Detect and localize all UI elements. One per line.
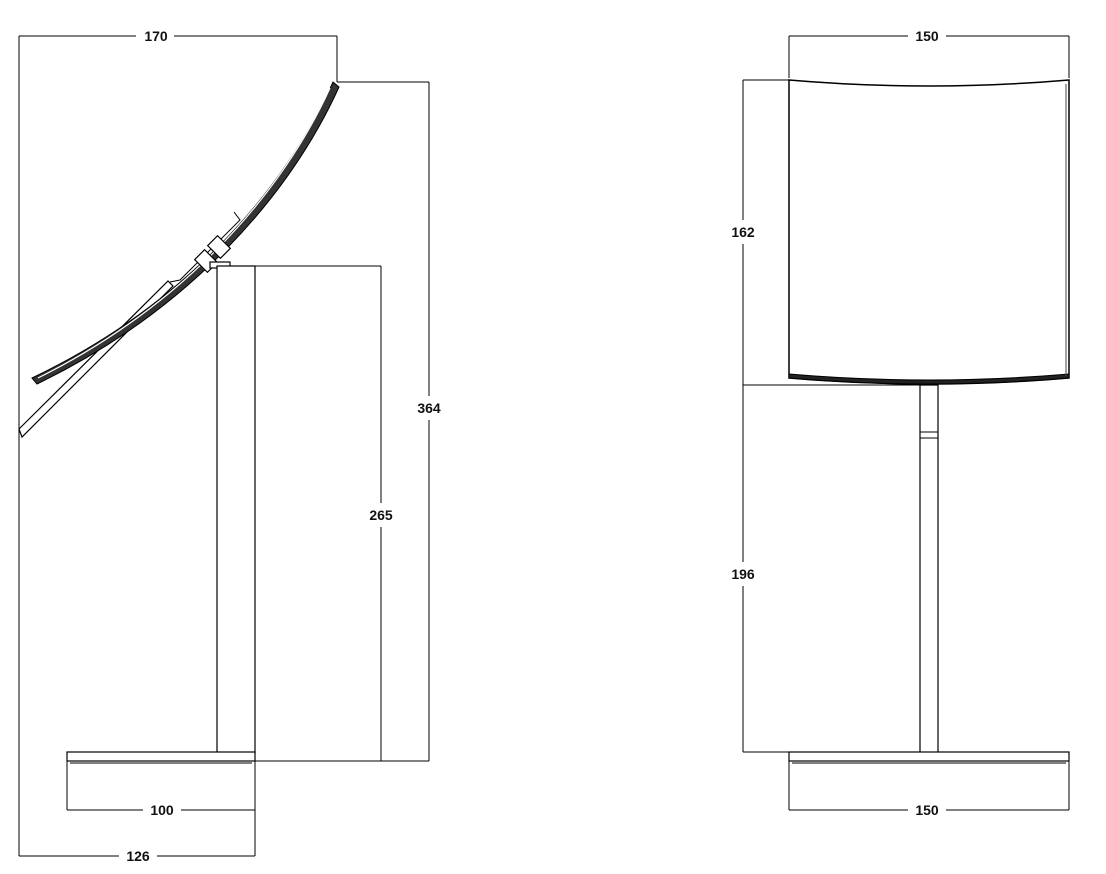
stand-post-front	[919, 384, 939, 754]
dimension-overall-depth: 126	[18, 430, 256, 864]
dimension-top-width-front: 150	[788, 28, 1070, 78]
dimension-base-width: 150	[788, 761, 1070, 818]
side-top-width-label: 170	[144, 28, 168, 44]
base-front	[788, 751, 1070, 764]
curved-panel-side	[31, 81, 340, 385]
base-side	[66, 751, 256, 764]
base-depth-label: 100	[150, 802, 174, 818]
side-view: 170	[18, 28, 441, 864]
front-view: 150 162	[731, 28, 1070, 818]
front-top-width-label: 150	[915, 28, 939, 44]
panel-back-plate	[169, 211, 241, 283]
screen-height-label: 162	[731, 224, 755, 240]
column-side	[216, 265, 256, 754]
dimension-column-height: 265	[255, 265, 393, 761]
stand-height-label: 196	[731, 566, 755, 582]
support-arm	[18, 280, 174, 439]
dimension-stand-height: 196	[731, 384, 920, 753]
dimension-screen-height: 162	[731, 79, 789, 385]
base-width-label: 150	[915, 802, 939, 818]
dimension-base-depth: 100	[66, 761, 255, 818]
overall-depth-label: 126	[126, 848, 150, 864]
column-height-label: 265	[369, 507, 393, 523]
dimension-top-width-side: 170	[18, 28, 338, 430]
screen-panel-front	[788, 79, 1070, 385]
dimension-total-height: 364	[255, 81, 441, 762]
total-height-label: 364	[417, 400, 441, 416]
